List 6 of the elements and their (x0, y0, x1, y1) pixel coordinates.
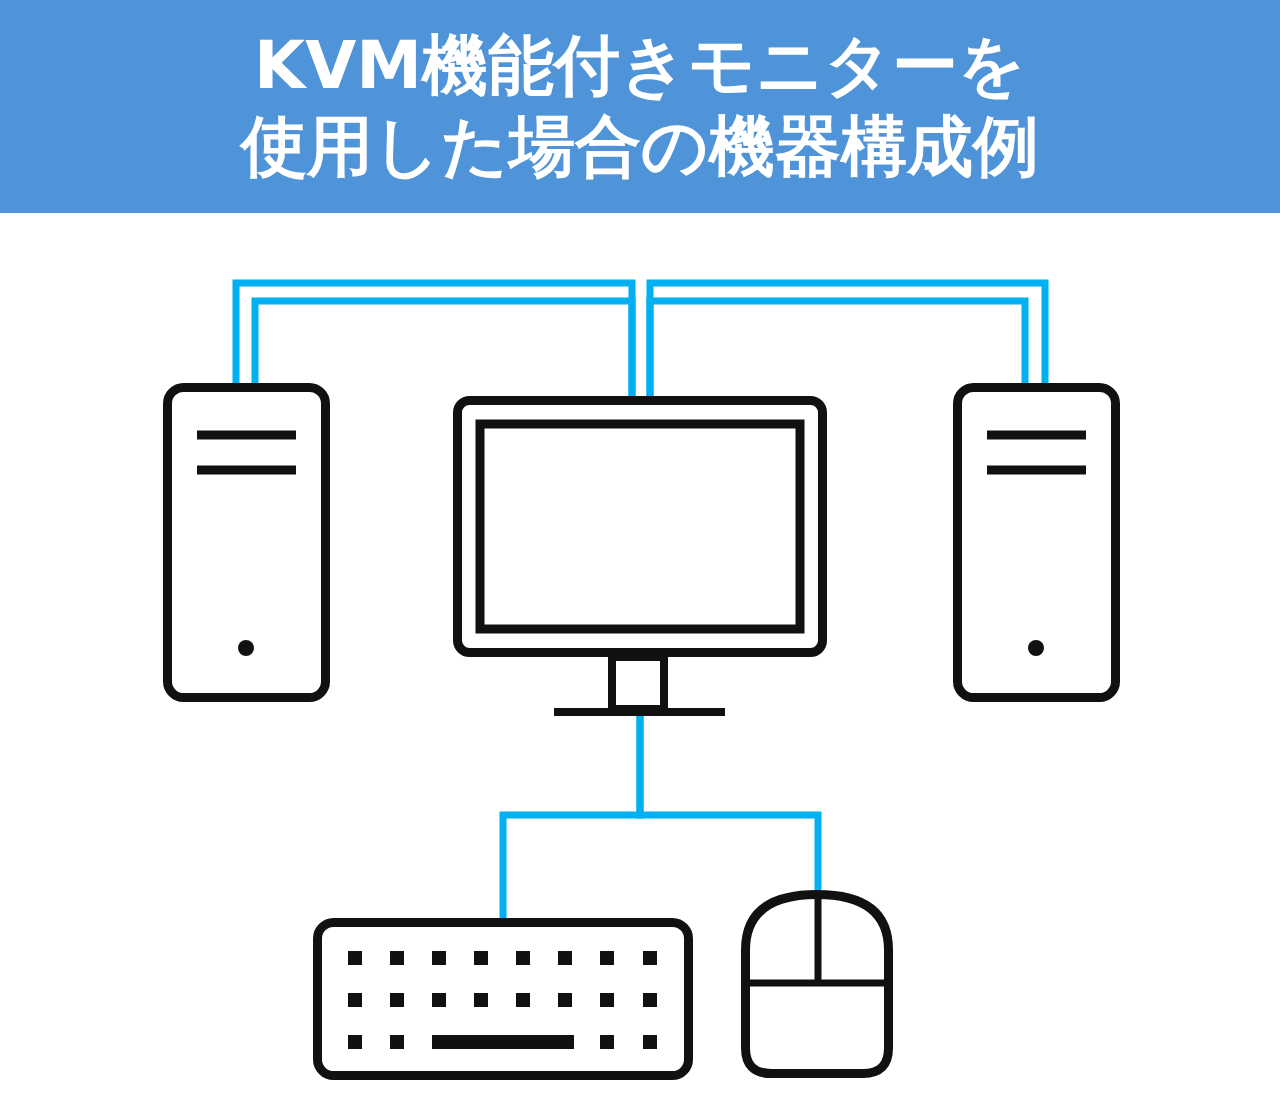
desktop-tower-drawing (953, 383, 1120, 702)
mouse-drawing (741, 890, 893, 1078)
monitor-drawing (453, 396, 827, 716)
desktop-tower-drawing (163, 383, 330, 702)
diagram-title: KVM機能付きモニターを使用した場合の機器構成例 (238, 26, 1040, 187)
keyboard-drawing (313, 918, 693, 1080)
